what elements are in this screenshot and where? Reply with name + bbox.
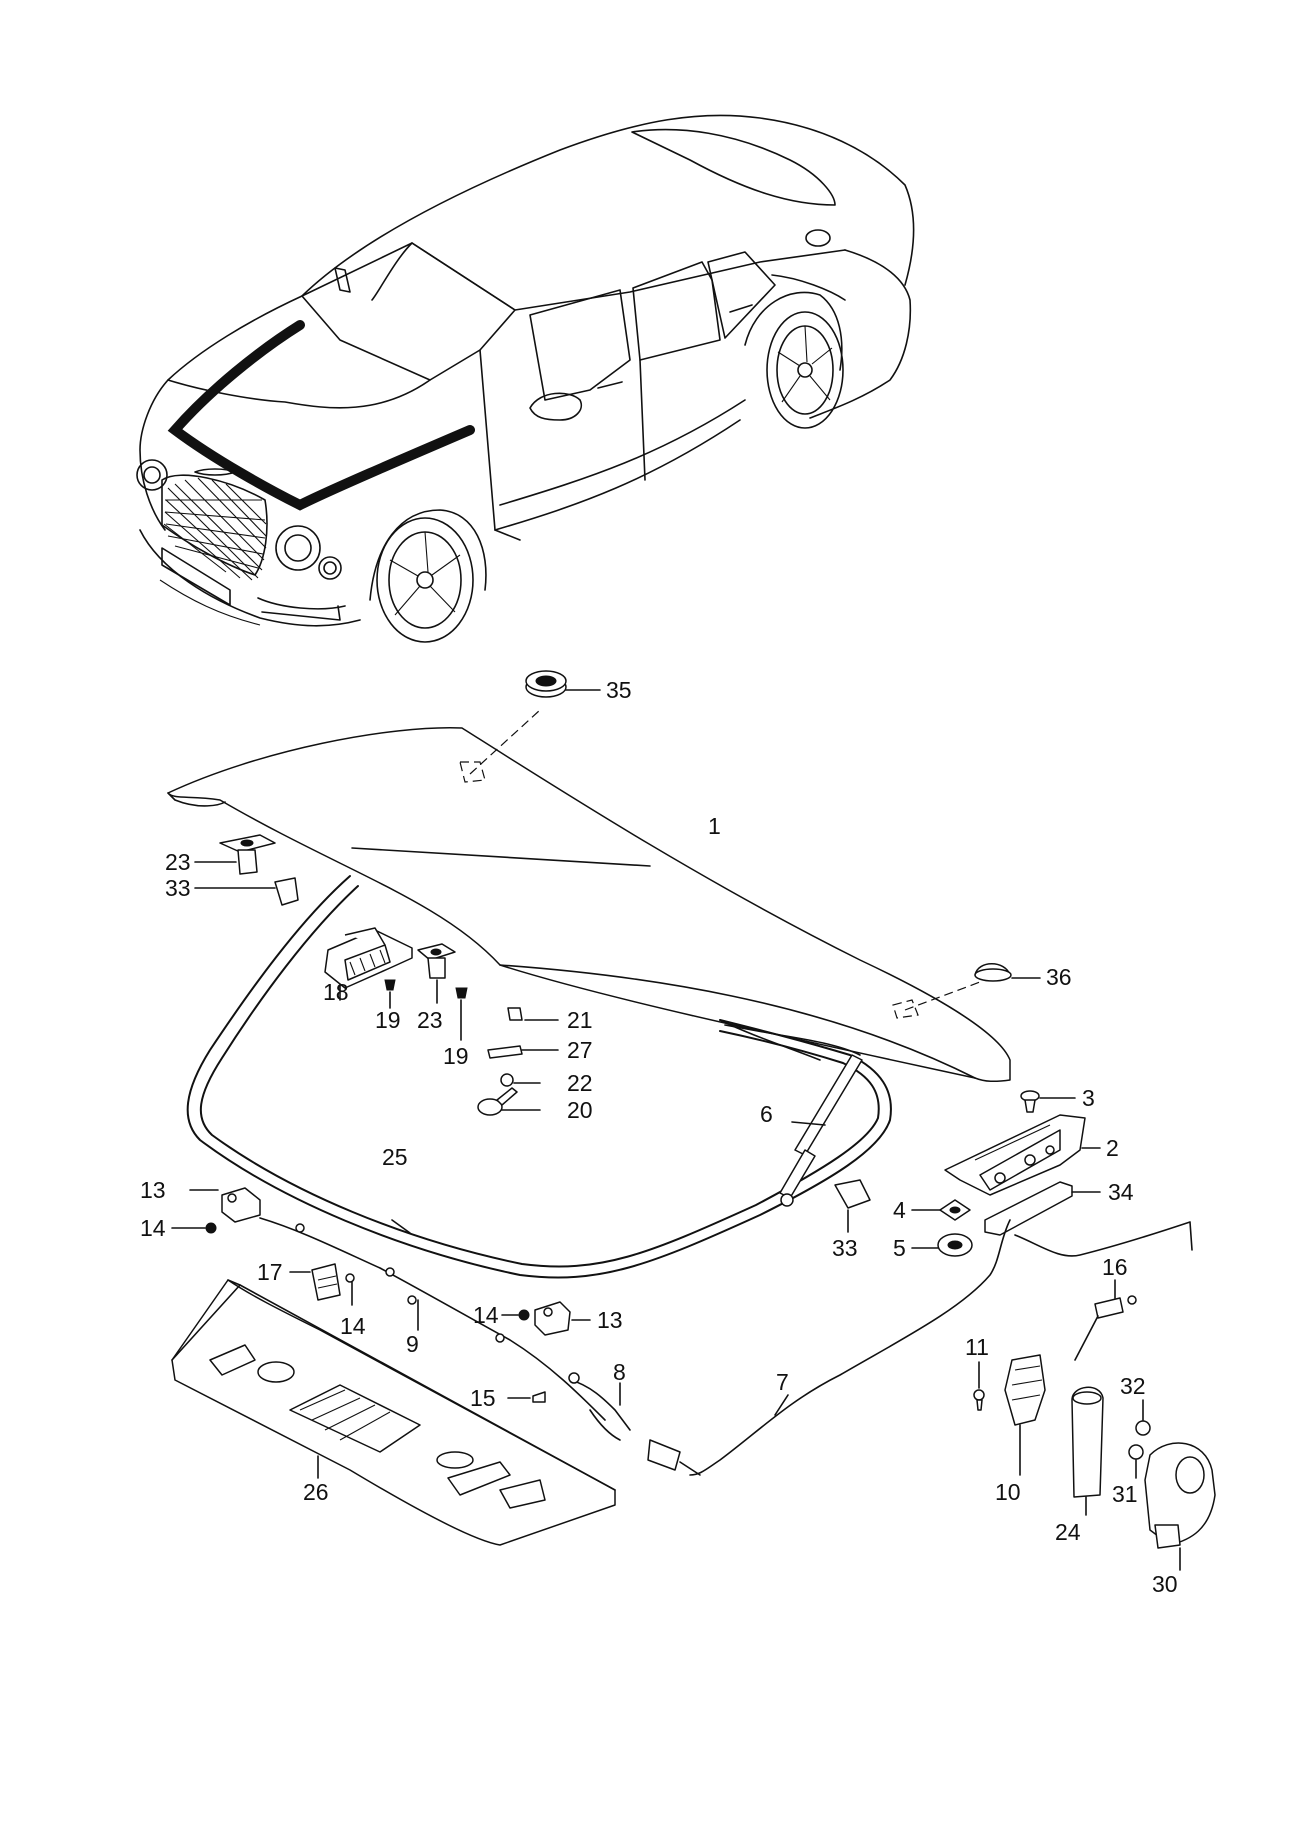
part-30 [1144, 1442, 1216, 1571]
part-13a [189, 1187, 261, 1223]
part-14b [345, 1273, 355, 1306]
hood-panel [167, 709, 1011, 1083]
part-14c [501, 1309, 530, 1321]
car-illustration [136, 114, 915, 643]
callout-14: 14 [473, 1302, 499, 1328]
callout-33: 33 [165, 875, 191, 901]
part-11 [973, 1361, 985, 1411]
callout-18: 18 [323, 979, 349, 1005]
callout-7: 7 [776, 1369, 789, 1395]
callout-19: 19 [443, 1043, 469, 1069]
part-3 [1020, 1090, 1076, 1113]
callout-labels: 35 1 36 23 33 18 19 23 19 21 27 22 20 6 … [140, 677, 1178, 1597]
callout-30: 30 [1152, 1571, 1178, 1597]
part-23b [417, 943, 456, 1004]
part-32 [1135, 1399, 1151, 1436]
part-17 [289, 1263, 341, 1301]
callout-4: 4 [893, 1197, 906, 1223]
part-34 [984, 1181, 1101, 1236]
callout-10: 10 [995, 1479, 1021, 1505]
part-14a [171, 1222, 217, 1234]
callout-16: 16 [1102, 1254, 1128, 1280]
callout-8: 8 [613, 1359, 626, 1385]
callout-33: 33 [832, 1235, 858, 1261]
part-21 [507, 1007, 559, 1021]
part-19b [455, 987, 468, 1041]
callout-20: 20 [567, 1097, 593, 1123]
part-22 [500, 1073, 541, 1087]
callout-2: 2 [1106, 1135, 1119, 1161]
part-19a [384, 979, 396, 1009]
callout-27: 27 [567, 1037, 593, 1063]
part-10 [1004, 1354, 1046, 1476]
cable-8 [568, 1372, 631, 1431]
hood-seal-25 [186, 875, 892, 1279]
callout-17: 17 [257, 1259, 283, 1285]
part-36 [974, 963, 1041, 982]
part-15 [507, 1391, 546, 1403]
part-4 [911, 1199, 971, 1221]
part-13b [534, 1301, 591, 1336]
part-27 [487, 1045, 559, 1059]
callout-5: 5 [893, 1235, 906, 1261]
callout-1: 1 [708, 813, 721, 839]
callout-34: 34 [1108, 1179, 1134, 1205]
callout-36: 36 [1046, 964, 1072, 990]
part-33b [834, 1179, 871, 1233]
cowl-panel-26 [171, 1279, 616, 1546]
callout-31: 31 [1112, 1481, 1138, 1507]
cable-7 [647, 1219, 1193, 1476]
callout-3: 3 [1082, 1085, 1095, 1111]
part-5 [911, 1233, 973, 1257]
part-23a [194, 834, 276, 875]
part-20 [477, 1087, 541, 1116]
gas-strut-6 [779, 1054, 863, 1207]
callout-15: 15 [470, 1385, 496, 1411]
callout-32: 32 [1120, 1373, 1146, 1399]
part-16 [1074, 1279, 1137, 1361]
callout-26: 26 [303, 1479, 329, 1505]
callout-35: 35 [606, 677, 632, 703]
hinge-2 [944, 1114, 1101, 1196]
callout-13: 13 [140, 1177, 166, 1203]
callout-22: 22 [567, 1070, 593, 1096]
part-24 [1071, 1386, 1104, 1516]
callout-14: 14 [140, 1215, 166, 1241]
callout-21: 21 [567, 1007, 593, 1033]
part-33a [194, 877, 299, 906]
callout-19: 19 [375, 1007, 401, 1033]
callout-13: 13 [597, 1307, 623, 1333]
callout-23: 23 [165, 849, 191, 875]
callout-6: 6 [760, 1101, 773, 1127]
cable-9 [259, 1217, 621, 1441]
callout-23: 23 [417, 1007, 443, 1033]
callout-11: 11 [965, 1334, 989, 1360]
callout-9: 9 [406, 1331, 419, 1357]
callout-25: 25 [382, 1144, 408, 1170]
part-18 [324, 927, 413, 1001]
part-31 [1128, 1444, 1144, 1479]
callout-24: 24 [1055, 1519, 1081, 1545]
callout-14: 14 [340, 1313, 366, 1339]
part-35 [525, 670, 601, 698]
